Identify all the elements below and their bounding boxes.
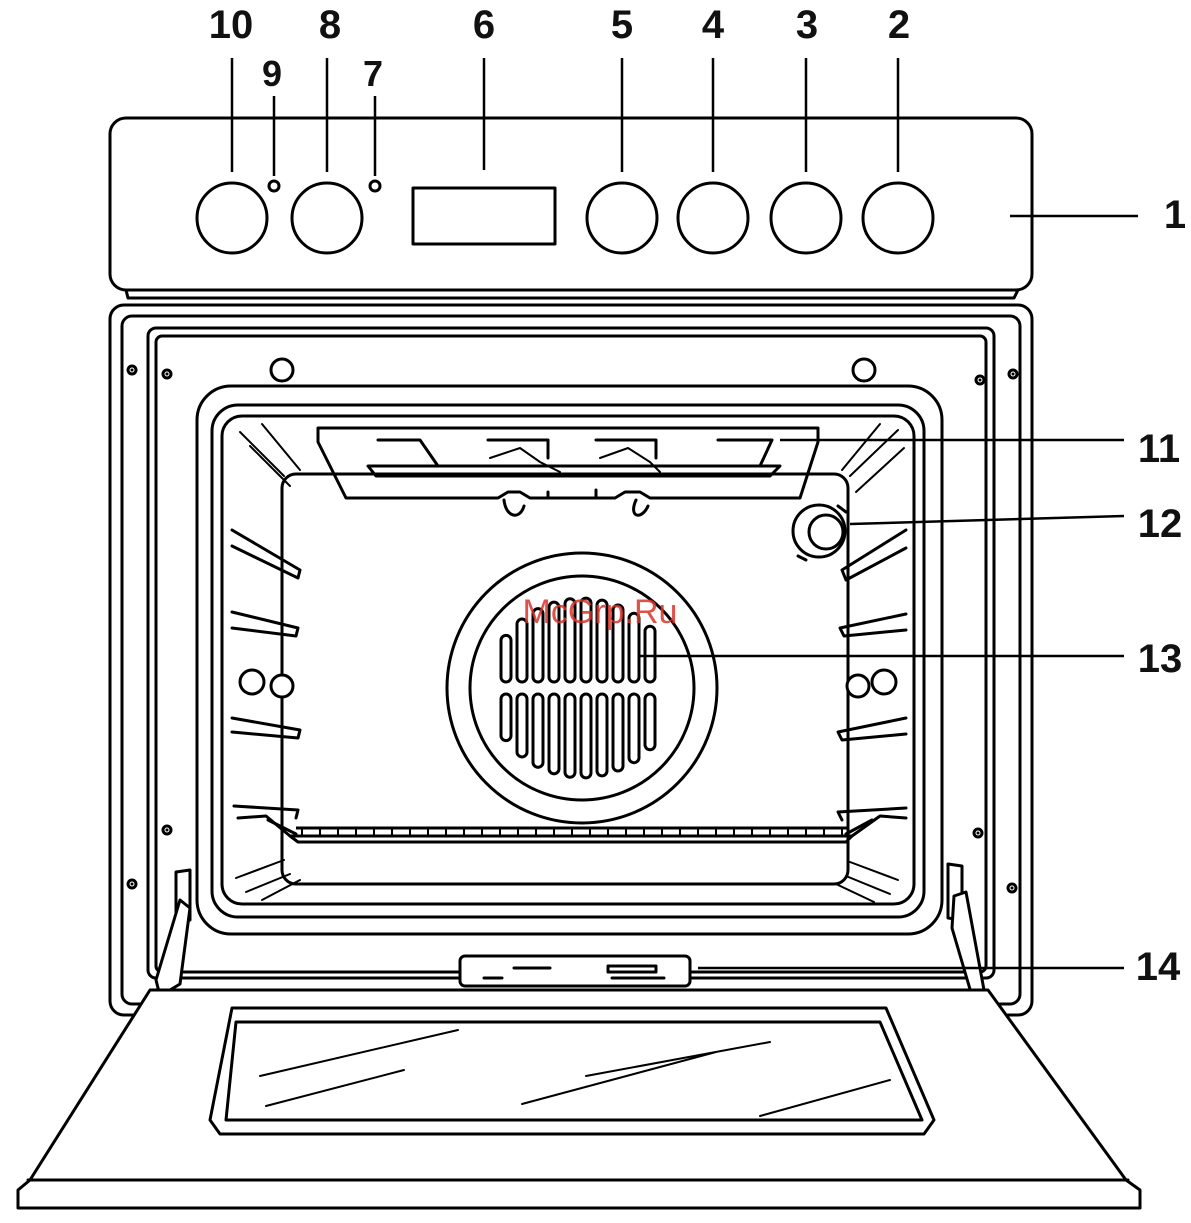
thermostat-knob[interactable] xyxy=(292,183,362,253)
callout-14: 14 xyxy=(1136,945,1181,989)
door-glass xyxy=(210,1008,934,1134)
control-panel xyxy=(110,118,1032,298)
callout-1: 1 xyxy=(1164,193,1186,237)
hob-knob-2[interactable] xyxy=(863,183,933,253)
oven-frame xyxy=(110,305,1032,1015)
programmer-display xyxy=(413,188,555,244)
indicator-light-7 xyxy=(370,181,380,191)
indicator-light-9 xyxy=(269,181,279,191)
callout-4: 4 xyxy=(702,3,725,47)
hob-knob-5[interactable] xyxy=(587,183,657,253)
callout-11: 11 xyxy=(1138,427,1180,471)
function-selector-knob[interactable] xyxy=(197,183,267,253)
hob-knob-3[interactable] xyxy=(771,183,841,253)
callout-5: 5 xyxy=(611,3,633,47)
oven-door-open[interactable] xyxy=(18,990,1140,1208)
watermark: McGrp.Ru xyxy=(523,593,678,631)
rating-plate xyxy=(460,956,690,986)
callout-2: 2 xyxy=(888,3,910,47)
callout-10: 10 xyxy=(209,3,254,47)
callout-12: 12 xyxy=(1138,502,1183,546)
callout-7: 7 xyxy=(363,53,383,94)
callout-6: 6 xyxy=(473,3,495,47)
callout-9: 9 xyxy=(262,53,282,94)
callout-8: 8 xyxy=(319,3,341,47)
callout-13: 13 xyxy=(1138,637,1183,681)
callout-3: 3 xyxy=(796,3,818,47)
hob-knob-4[interactable] xyxy=(678,183,748,253)
